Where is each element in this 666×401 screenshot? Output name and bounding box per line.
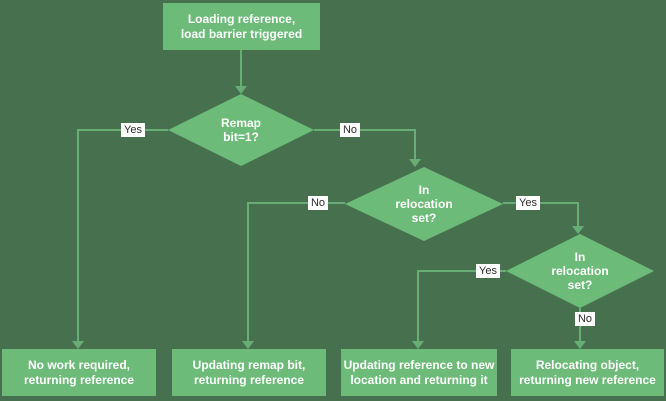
connector-relocation2-yes-vertical: [417, 270, 419, 341]
decision-relocation2-text-line1: In: [574, 250, 586, 264]
connector-relocation1-yes-vertical: [577, 202, 579, 226]
arrowhead-into-remap-decision: [235, 86, 247, 94]
edge-label-relocation1-yes: Yes: [516, 196, 540, 210]
arrowhead-into-no-work-box: [72, 341, 84, 349]
connector-remap-no-horizontal: [314, 129, 416, 131]
outcome-no-work-text-line2: returning reference: [23, 372, 135, 387]
edge-label-relocation2-yes: Yes: [476, 264, 500, 278]
outcome-relocate-text-line1: Relocating object,: [535, 357, 640, 372]
outcome-relocate-box: Relocating object, returning new referen…: [511, 349, 664, 396]
start-node-text-line2: load barrier triggered: [180, 26, 303, 41]
outcome-update-reference-text-line2: location and returning it: [350, 372, 488, 387]
decision-relocation2-text-line3: set?: [567, 278, 593, 292]
decision-relocation1-text-line3: set?: [411, 211, 437, 225]
arrowhead-into-update-reference-box: [412, 341, 424, 349]
connector-remap-no-vertical: [414, 129, 416, 159]
connector-relocation1-yes-horizontal: [503, 202, 579, 204]
connector-remap-yes-vertical: [77, 129, 79, 341]
connector-relocation1-no-horizontal: [248, 202, 345, 204]
outcome-update-remap-box: Updating remap bit, returning reference: [172, 349, 326, 396]
decision-relocation2-text-line2: relocation: [551, 264, 609, 278]
decision-remap-text-line2: bit=1?: [223, 130, 259, 144]
outcome-relocate-text-line2: returning new reference: [519, 372, 656, 387]
decision-relocation1-text-line1: In: [418, 183, 430, 197]
edge-label-relocation2-no: No: [574, 312, 596, 326]
connector-relocation1-no-vertical: [247, 202, 249, 341]
outcome-update-reference-box: Updating reference to new location and r…: [341, 349, 497, 396]
decision-relocation-set-2: In relocation set?: [506, 234, 654, 308]
outcome-no-work-box: No work required, returning reference: [2, 349, 156, 396]
decision-relocation1-text-line2: relocation: [395, 197, 453, 211]
outcome-update-reference-text-line1: Updating reference to new: [343, 357, 495, 372]
outcome-update-remap-text-line2: returning reference: [193, 372, 305, 387]
edge-label-relocation1-no: No: [307, 196, 329, 210]
edge-label-remap-no: No: [339, 123, 361, 137]
decision-remap-text-line1: Remap: [220, 116, 261, 130]
outcome-no-work-text-line1: No work required,: [27, 357, 131, 372]
arrowhead-into-relocate-box: [574, 341, 586, 349]
decision-relocation-set-1: In relocation set?: [345, 167, 503, 241]
arrowhead-into-relocation2-decision: [572, 226, 584, 234]
edge-label-remap-yes: Yes: [121, 123, 145, 137]
decision-remap-bit: Remap bit=1?: [168, 94, 314, 166]
outcome-update-remap-text-line1: Updating remap bit,: [192, 357, 306, 372]
arrowhead-into-relocation1-decision: [409, 159, 421, 167]
connector-relocation2-yes-horizontal: [418, 270, 506, 272]
arrowhead-into-update-remap-box: [242, 341, 254, 349]
start-node-text-line1: Loading reference,: [187, 11, 296, 26]
connector-start-to-remap: [240, 50, 242, 86]
start-node-load-barrier: Loading reference, load barrier triggere…: [163, 3, 320, 50]
